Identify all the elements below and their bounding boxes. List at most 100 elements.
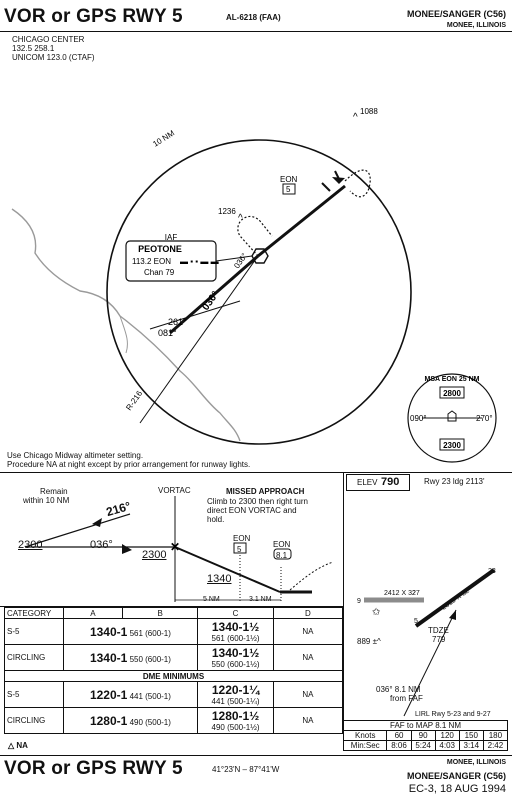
elev-value: 790 [381, 476, 400, 488]
profile-view: ✕ [24, 496, 334, 602]
vortac-label: VORTAC [158, 486, 191, 495]
faf-map-table: FAF to MAP 8.1 NM Knots 60 90 120 150 18… [342, 720, 509, 751]
tdze-value: 779 [432, 635, 446, 644]
faf-knots: 180 [482, 730, 509, 741]
faf-knots: 60 [386, 730, 412, 741]
dme-ab-big: 1280-1 [89, 713, 128, 728]
min-ab-small: 550 (600-1) [129, 654, 171, 664]
min-header-b: B [122, 607, 199, 619]
dme-row-d: NA [272, 707, 344, 734]
course-arrow [449, 610, 456, 620]
dme-c-big: 1220-1¼ [211, 683, 260, 697]
course-261-label: 261° [168, 317, 187, 327]
min-c-small: 550 (600-1½) [211, 660, 260, 669]
faf-time: 2:42 [482, 740, 509, 751]
comms-center-freq: 132.5 258.1 [12, 44, 55, 53]
vortac-symbol [251, 248, 269, 264]
obstacle-1236-label: 1236 [218, 207, 236, 216]
course-arrowhead [332, 177, 345, 184]
eon-label: EON [280, 175, 298, 184]
course-line-upper [257, 184, 346, 258]
faf-time: 3:14 [458, 740, 484, 751]
min-header-a: A [62, 607, 124, 619]
min-ab-big: 1340-1 [89, 624, 128, 639]
msa-bottom: 2300 [443, 441, 461, 450]
min-row-cat: S-5 [4, 618, 64, 645]
profile-missed [289, 561, 334, 591]
airport-city: MONEE, ILLINOIS [446, 22, 506, 29]
radial-label: R-216 [124, 389, 144, 412]
inbound-arrow [122, 544, 132, 554]
missed-path [344, 169, 371, 198]
comms-unicom: UNICOM 123.0 (CTAF) [12, 53, 95, 62]
obstacle-889: 889 ±^ [357, 637, 381, 646]
plan-divider [0, 472, 512, 473]
dist-31nm: 3.1 NM [249, 596, 272, 603]
elev-label: ELEV [357, 478, 378, 487]
faf-map-title: FAF to MAP 8.1 NM [343, 720, 508, 731]
eon-label-2: EON [273, 540, 291, 549]
alt-na-text: NA [16, 741, 28, 750]
plan-view: 10 NM 036° 1088 ^ 1236 ^ EON 5 IAF PEOTO… [11, 107, 497, 463]
footer-airport: MONEE/SANGER (C56) [406, 771, 506, 781]
iaf-hold [237, 215, 273, 257]
iaf-morse: ▬ ▪ ▪ ▬ ▬ [180, 257, 219, 266]
iaf-freq: 113.2 EON [132, 257, 171, 266]
obstacle-1236-icon: ^ [238, 213, 243, 224]
rwy-5: 5 [414, 618, 418, 625]
course-note-2: from FAF [390, 694, 423, 703]
faf-knots: 150 [458, 730, 484, 741]
min-row-d: NA [272, 644, 344, 671]
min-ab-small: 561 (600-1) [129, 628, 171, 638]
missed-text-1: Climb to 2300 then right turn [207, 497, 308, 506]
rwy-9: 9 [357, 598, 361, 605]
obstacle-889-label: 889 [357, 637, 371, 646]
min-ab-big: 1340-1 [89, 650, 128, 665]
alt-2300-right: 2300 [142, 549, 167, 561]
iaf-name: PEOTONE [138, 244, 182, 254]
faf-time: 5:24 [410, 740, 436, 751]
eon-dme-2: 8.1 [276, 551, 288, 560]
min-c-small: 561 (600-1½) [211, 634, 260, 643]
msa-top-box [439, 386, 465, 399]
header-divider [0, 31, 512, 32]
msa-title: MSA EON 25 NM [425, 376, 480, 383]
remain-2: within 10 NM [23, 496, 70, 505]
faf-knots: 90 [410, 730, 436, 741]
fix-tick-1 [321, 182, 331, 192]
dme-row-ab: 1220-1 441 (500-1) [62, 681, 199, 708]
faf-time: 4:03 [434, 740, 460, 751]
ring-label: 10 NM [151, 128, 176, 148]
footer-title: VOR or GPS RWY 5 [4, 758, 183, 779]
min-row-ab: 1340-1 550 (600-1) [62, 644, 199, 671]
missed-title: MISSED APPROACH [226, 487, 305, 496]
airport-diagram: ✩ [364, 568, 496, 717]
alt-1340: 1340 [207, 573, 232, 585]
min-row-ab: 1340-1 561 (600-1) [62, 618, 199, 645]
course-081-label: 081° [158, 328, 177, 338]
alt-2300-left: 2300 [18, 539, 43, 551]
course-036-label: 036° [90, 539, 113, 551]
iaf-leader [215, 255, 253, 262]
airport-name: MONEE/SANGER (C56) [406, 9, 506, 19]
dme-row-d: NA [272, 681, 344, 708]
min-row-cat: CIRCLING [4, 644, 64, 671]
profile-airport-divider [343, 472, 344, 742]
course-note-1: 036° 8.1 NM [376, 685, 421, 694]
msa-vortac [447, 410, 457, 422]
eon5-box [233, 542, 247, 554]
dme-c-small: 441 (500-1¼) [211, 697, 260, 706]
comms-center: CHICAGO CENTER [12, 35, 85, 44]
course-line-lower [169, 254, 259, 335]
rwy-27: 27 [412, 590, 420, 597]
remain-1: Remain [40, 487, 68, 496]
dme-row-ab: 1280-1 490 (500-1) [62, 707, 199, 734]
dme-ab-small: 441 (500-1) [129, 691, 171, 701]
faf-time-header: Min:Sec [342, 740, 388, 751]
obstacle-1088-icon: ^ [353, 112, 358, 123]
note-night: Procedure NA at night except by prior ar… [7, 460, 251, 469]
